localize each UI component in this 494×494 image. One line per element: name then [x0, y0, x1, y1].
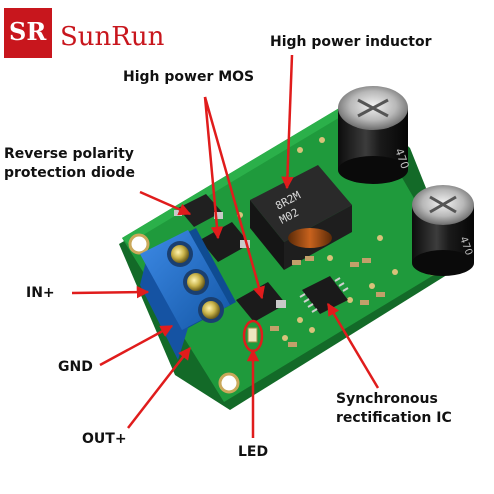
arrow-in-plus [71, 285, 150, 299]
label-sync-line2: rectification IC [336, 410, 452, 426]
mos-chip-2 [236, 282, 286, 322]
brand-logo-letters: SR [9, 17, 47, 46]
brand-logo: SR [4, 8, 52, 58]
mos-chip-1 [200, 222, 250, 262]
label-led: LED [238, 444, 269, 460]
power-inductor: 8R2M M02 [250, 165, 352, 270]
terminal-block [140, 228, 236, 360]
label-in-plus: IN+ [26, 285, 55, 301]
arrow-mos-1 [203, 96, 224, 240]
label-gnd: GND [58, 359, 93, 375]
arrow-gnd [99, 324, 174, 367]
label-inductor: High power inductor [270, 34, 432, 50]
brand-name: SunRun [60, 22, 165, 52]
arrow-sync-ic [326, 302, 380, 389]
arrow-mos-2 [203, 96, 265, 300]
label-diode-line1: Reverse polarity [4, 146, 134, 162]
smd-components [270, 256, 385, 347]
label-out-plus: OUT+ [82, 431, 127, 447]
label-sync-line1: Synchronous [336, 391, 438, 407]
capacitor-bottom: 470 [412, 185, 474, 276]
capacitor-top: 470 [338, 86, 412, 184]
label-diode-line2: protection diode [4, 165, 135, 181]
arrow-out-plus [127, 347, 191, 429]
label-mos: High power MOS [123, 69, 255, 85]
arrow-inductor [281, 54, 294, 190]
arrow-diode [139, 190, 192, 216]
annotation-arrows [71, 54, 380, 438]
